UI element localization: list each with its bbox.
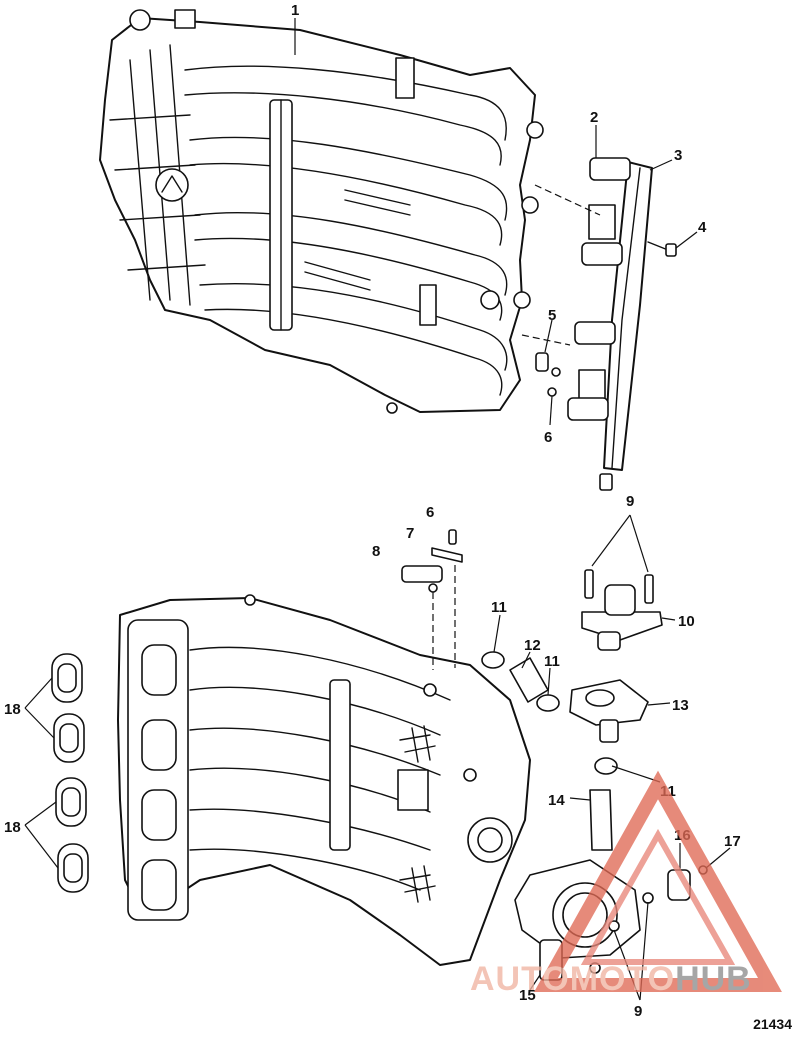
map-sensor xyxy=(401,529,463,593)
figure-id: 21434 xyxy=(753,1016,792,1032)
watermark-text-secondary: HUB xyxy=(675,960,752,998)
svg-text:AUTOMOTOHUB: AUTOMOTOHUB xyxy=(470,960,752,998)
callout-1: 1 xyxy=(291,2,299,19)
callout-9-lower: 9 xyxy=(634,1003,642,1020)
fuel-rail xyxy=(578,161,653,471)
callout-9-upper: 9 xyxy=(626,493,634,510)
lower-intake-manifold xyxy=(117,594,531,966)
vacuum-hose xyxy=(589,789,613,851)
callout-2: 2 xyxy=(590,109,598,126)
callout-3: 3 xyxy=(674,147,682,164)
callout-15: 15 xyxy=(519,987,536,1004)
callout-10: 10 xyxy=(678,613,695,630)
callout-18-lower: 18 xyxy=(4,819,21,836)
callout-18-upper: 18 xyxy=(4,701,21,718)
watermark-text-primary: AUTOMOTO xyxy=(470,960,675,998)
callout-11-b: 11 xyxy=(544,653,560,670)
callout-14: 14 xyxy=(548,792,565,809)
callout-4: 4 xyxy=(698,219,707,236)
callout-8: 8 xyxy=(372,543,380,560)
callout-7: 7 xyxy=(406,525,414,542)
warning-triangle-icon xyxy=(534,770,782,992)
idle-air-control-valve xyxy=(581,569,663,651)
sensor-upper xyxy=(535,352,561,397)
manifold-gaskets xyxy=(51,653,89,893)
callout-12: 12 xyxy=(524,637,541,654)
callout-6-upper: 6 xyxy=(544,429,552,446)
rail-bolt xyxy=(647,241,677,257)
callout-5: 5 xyxy=(548,307,556,324)
callout-17: 17 xyxy=(724,833,741,850)
watermark: AUTOMOTOHUB xyxy=(470,770,782,998)
upper-intake-manifold xyxy=(99,9,544,414)
fuel-injectors xyxy=(567,157,631,491)
callout-6-lower: 6 xyxy=(426,504,434,521)
throttle-adapter xyxy=(569,679,649,743)
callout-11-a: 11 xyxy=(491,599,507,616)
callout-13: 13 xyxy=(672,697,689,714)
callout-labels: 1 2 3 4 5 6 6 7 8 9 10 11 12 11 13 11 14… xyxy=(4,2,741,1020)
